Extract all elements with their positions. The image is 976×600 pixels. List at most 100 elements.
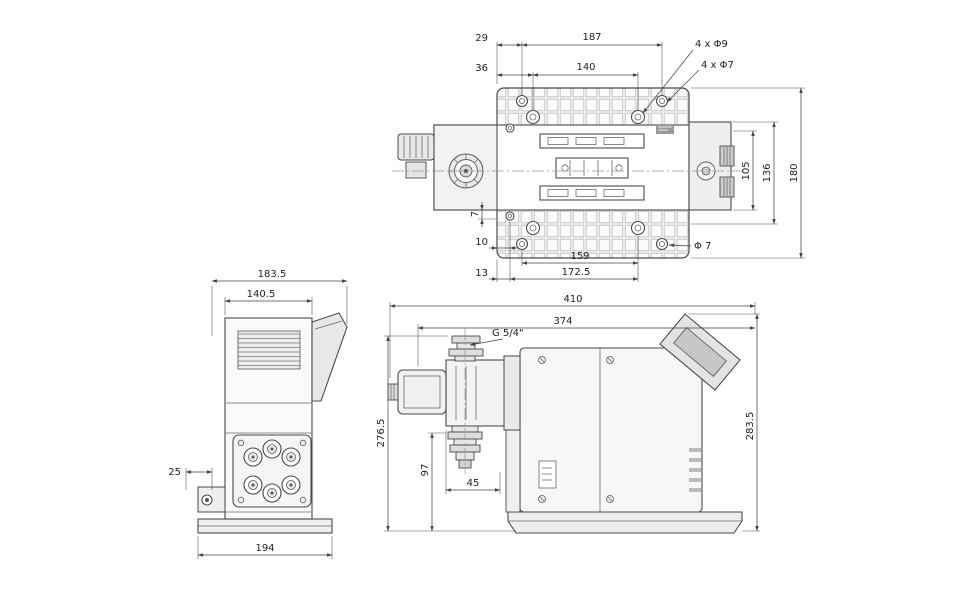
front-view: 183.5 140.5 25 194 (168, 269, 348, 559)
head-ribs (455, 366, 477, 420)
rail-slot (547, 137, 569, 145)
coupling-block (555, 157, 629, 179)
dim-label-140-5: 140.5 (247, 289, 276, 300)
dim-159: 159 (521, 251, 639, 265)
top-view-geometry (392, 87, 744, 259)
dim-label-374: 374 (553, 316, 572, 327)
dim-105: 105 (741, 130, 755, 211)
dim-label-45: 45 (467, 478, 480, 489)
dim-label-283-5: 283.5 (745, 412, 756, 441)
dim-label-105: 105 (741, 161, 752, 180)
label-g-thread: G 5/4" (492, 328, 524, 339)
dim-label-36: 36 (475, 63, 488, 74)
dim-374: 374 (417, 316, 756, 330)
valve-ports (243, 439, 301, 503)
dim-13: 13 (475, 268, 510, 281)
dim-label-276-5: 276.5 (376, 419, 387, 448)
dim-label-13: 13 (475, 268, 488, 279)
control-panel-wing-edge (314, 320, 343, 330)
dim-283-5: 283.5 (745, 313, 759, 532)
valve-cap-center (464, 169, 468, 173)
leader-g-thread: G 5/4" (469, 328, 524, 346)
dim-label-7: 7 (470, 211, 481, 217)
dim-label-180: 180 (789, 163, 800, 182)
coupling-hole (561, 164, 569, 172)
cable-gland-ribs (403, 136, 429, 158)
dim-140-5: 140.5 (224, 289, 313, 303)
dim-25: 25 (168, 467, 213, 478)
vent-slots (689, 448, 701, 492)
housing-screws (538, 356, 614, 503)
label-holes-dia7: 4 x Φ7 (701, 60, 734, 71)
leader-dia7: Φ 7 (668, 241, 711, 252)
dim-29: 29 (475, 33, 523, 47)
rail-slot (575, 137, 597, 145)
rail-top (539, 133, 645, 149)
label-holes-dia9: 4 x Φ9 (695, 39, 728, 50)
leader-holes-dia9: 4 x Φ9 (642, 39, 728, 114)
name-plate (538, 460, 557, 489)
knob-lower-ribs (723, 178, 731, 196)
dim-140: 140 (532, 62, 639, 77)
rail-slot (603, 189, 625, 197)
dim-label-194: 194 (255, 543, 274, 554)
dim-172-5: 172.5 (509, 267, 639, 281)
coupling-lines (569, 160, 613, 176)
dim-label-140: 140 (576, 62, 595, 73)
holes-edge (505, 123, 515, 221)
dim-97: 97 (420, 432, 434, 532)
dim-label-172-5: 172.5 (562, 267, 591, 278)
dim-180: 180 (789, 87, 803, 259)
terminal-box-inner (403, 375, 441, 409)
base-plate-side (507, 511, 743, 534)
dim-410: 410 (389, 294, 756, 308)
head-screws-front (237, 439, 307, 504)
gland-block (405, 161, 427, 179)
dim-194: 194 (197, 543, 333, 557)
terminal-gland (387, 383, 399, 401)
knob-upper-ribs (723, 147, 731, 165)
dim-label-25: 25 (168, 467, 181, 478)
name-plate-lines (542, 467, 552, 481)
type-label-text-lines (658, 126, 672, 131)
rail-slot (603, 137, 625, 145)
dim-label-29: 29 (475, 33, 488, 44)
dim-label-10: 10 (475, 237, 488, 248)
body-seams-front (225, 402, 312, 513)
side-view-geometry (387, 313, 743, 534)
dim-label-183-5: 183.5 (258, 269, 287, 280)
top-view-dimensions: 29 187 36 140 4 x Φ9 4 x Φ7 (470, 32, 805, 282)
head-flange (503, 355, 521, 431)
holes-dia9 (525, 109, 646, 236)
dim-7: 7 (470, 202, 484, 227)
front-view-dimensions: 183.5 140.5 25 194 (168, 269, 348, 559)
head-support-leg (505, 429, 521, 513)
dim-136: 136 (762, 121, 776, 225)
top-view: 29 187 36 140 4 x Φ9 4 x Φ7 (392, 32, 805, 282)
control-panel-wing (311, 312, 348, 402)
dim-187: 187 (521, 32, 663, 47)
terminal-box-side (397, 369, 447, 415)
rail-slot (575, 189, 597, 197)
dim-276-5: 276.5 (376, 335, 390, 532)
front-view-geometry (197, 312, 348, 534)
leader-holes-dia7: 4 x Φ7 (666, 60, 734, 103)
dim-label-159: 159 (570, 251, 589, 262)
type-label (656, 124, 674, 134)
discharge-valve-fitting (448, 335, 484, 362)
dim-label-410: 410 (563, 294, 582, 305)
control-display-side (673, 327, 727, 377)
dim-label-136: 136 (762, 163, 773, 182)
dim-183-5: 183.5 (211, 269, 348, 283)
rail-bottom (539, 185, 645, 201)
dim-10: 10 (475, 237, 518, 250)
dim-36: 36 (475, 63, 534, 77)
dim-45: 45 (445, 478, 501, 492)
display-front (237, 330, 301, 370)
side-view: 410 374 G 5/4" 276.5 283.5 97 (376, 294, 760, 534)
terminal-gland-ribs (390, 384, 395, 400)
bracket-hole-inner (205, 498, 209, 502)
rail-slot (547, 189, 569, 197)
